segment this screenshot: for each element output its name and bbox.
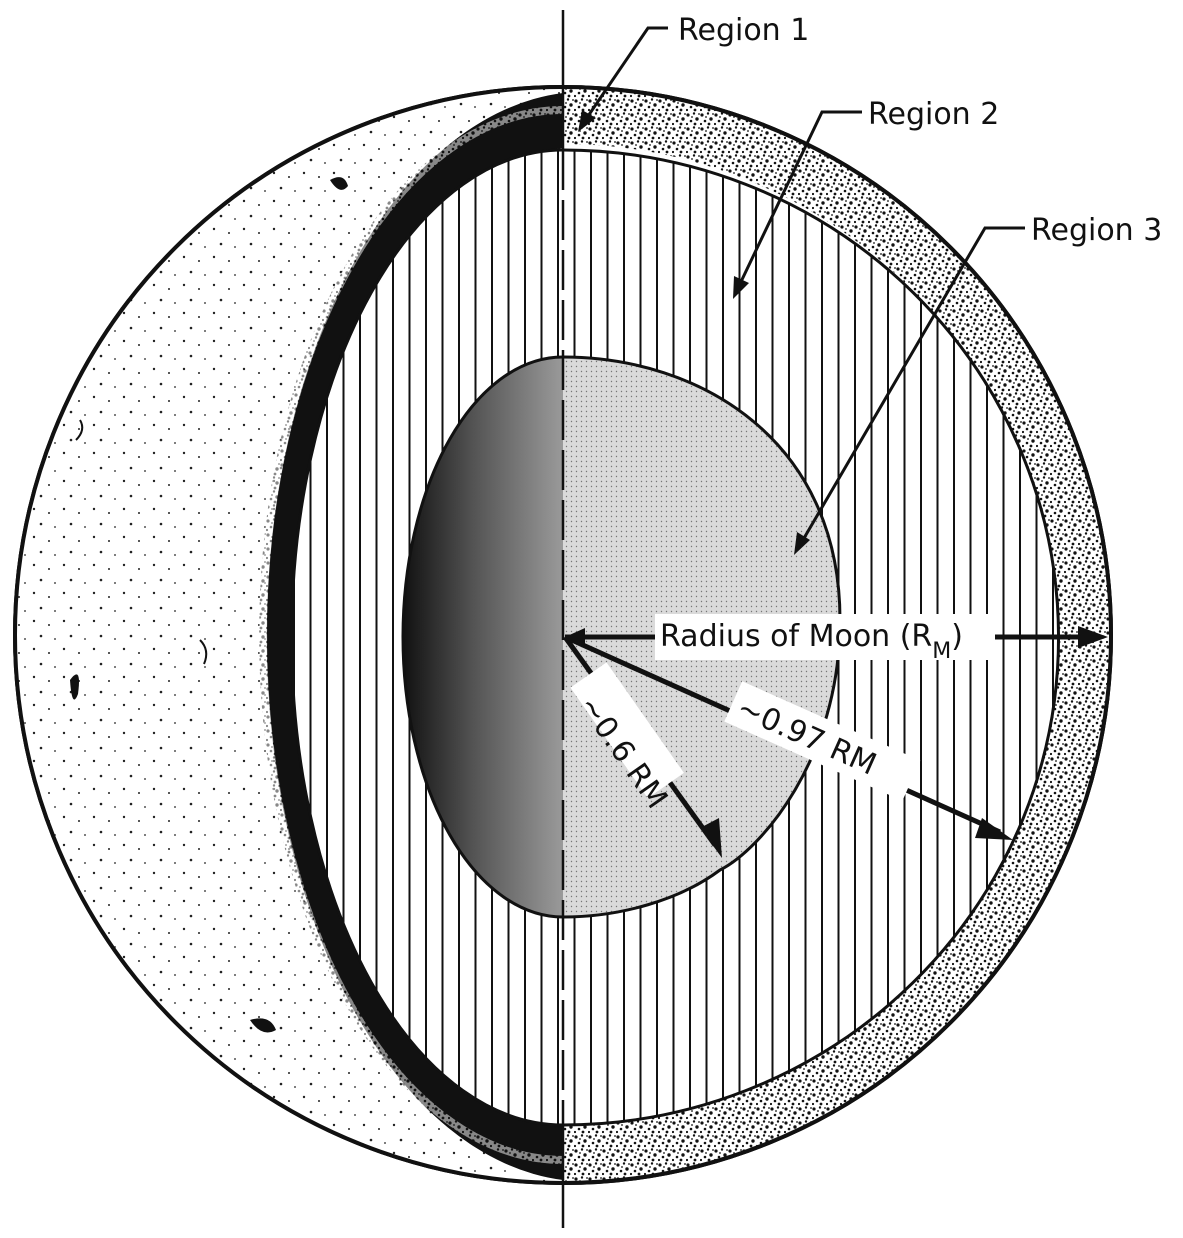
region-1-label: Region 1 xyxy=(678,13,809,48)
radius-of-moon-label: Radius of Moon (RM) xyxy=(660,619,963,664)
radius-close-paren: ) xyxy=(951,619,963,654)
region-3-label: Region 3 xyxy=(1031,213,1162,248)
leader-lines xyxy=(578,26,1025,555)
radius-of-moon-text: Radius of Moon (R xyxy=(660,619,932,654)
radius-subscript: M xyxy=(932,639,951,664)
region-2-label: Region 2 xyxy=(868,97,999,132)
radius-label-bg xyxy=(655,614,995,660)
